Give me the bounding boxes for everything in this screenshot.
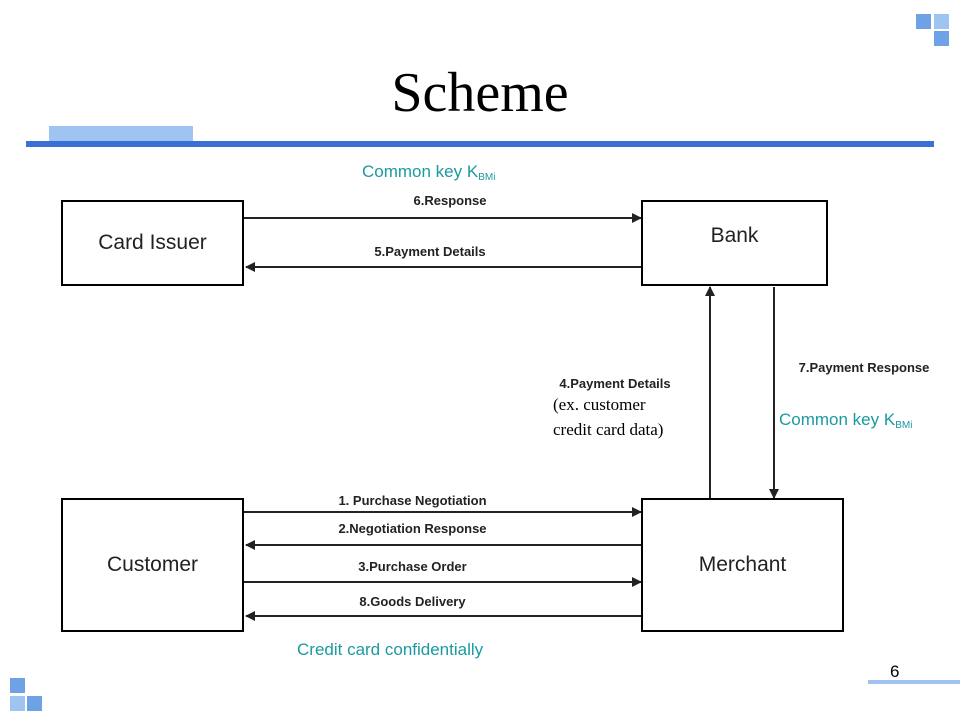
corner-square bbox=[27, 696, 42, 711]
label-4-payment-details: 4.Payment Details bbox=[559, 376, 671, 391]
label-8-goods-delivery: 8.Goods Delivery bbox=[359, 594, 466, 609]
slide-title: Scheme bbox=[391, 62, 569, 124]
bank-label: Bank bbox=[710, 224, 759, 247]
corner-square bbox=[934, 14, 949, 29]
common-key-subscript: BMi bbox=[478, 172, 496, 183]
label-6-response: 6.Response bbox=[413, 193, 487, 208]
corner-square bbox=[10, 678, 25, 693]
customer-node: Customer bbox=[61, 498, 244, 632]
label-3-purchase-order: 3.Purchase Order bbox=[358, 559, 467, 574]
common-key-subscript: BMi bbox=[895, 420, 913, 431]
page-number-underline bbox=[868, 680, 960, 684]
corner-square bbox=[916, 14, 931, 29]
page-number: 6 bbox=[890, 662, 900, 681]
common-key-note-top: Common key KBMi bbox=[362, 162, 495, 183]
card-issuer-node: Card Issuer bbox=[61, 200, 244, 286]
common-key-text: Common key K bbox=[362, 162, 479, 181]
common-key-note-right: Common key KBMi bbox=[779, 410, 912, 431]
common-key-text: Common key K bbox=[779, 410, 896, 429]
corner-square bbox=[10, 696, 25, 711]
customer-data-line1: (ex. customer bbox=[553, 395, 646, 414]
label-2-negotiation-response: 2.Negotiation Response bbox=[338, 521, 487, 536]
bank-node: Bank bbox=[641, 200, 828, 286]
customer-data-line2: credit card data) bbox=[553, 420, 664, 439]
merchant-label: Merchant bbox=[698, 553, 787, 576]
title-accent-bar bbox=[26, 141, 934, 147]
credit-card-note: Credit card confidentially bbox=[297, 640, 484, 659]
title-accent-light-bar bbox=[49, 126, 193, 141]
card-issuer-label: Card Issuer bbox=[98, 231, 207, 254]
label-7-payment-response: 7.Payment Response bbox=[798, 360, 930, 375]
customer-data-note: (ex. customer credit card data) bbox=[553, 392, 663, 442]
corner-square bbox=[934, 31, 949, 46]
merchant-node: Merchant bbox=[641, 498, 844, 632]
label-5-payment-details: 5.Payment Details bbox=[374, 244, 486, 259]
customer-label: Customer bbox=[106, 553, 199, 576]
label-1-purchase-negotiation: 1. Purchase Negotiation bbox=[338, 493, 487, 508]
